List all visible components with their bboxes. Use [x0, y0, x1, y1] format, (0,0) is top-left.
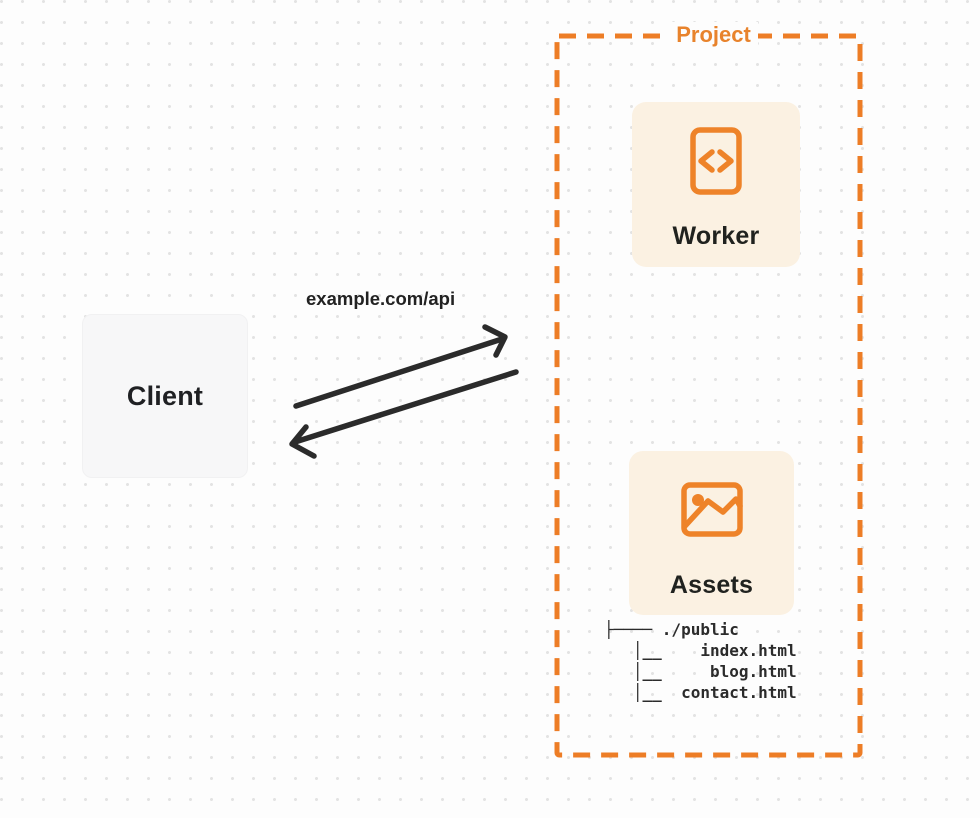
request-arrow-shaft: [293, 336, 505, 409]
code-file-icon: [690, 127, 742, 195]
assets-file-tree: ├──── ./public │__ index.html │__ blog.h…: [604, 619, 797, 703]
client-label: Client: [126, 380, 204, 411]
worker-node: Worker: [632, 102, 800, 267]
image-icon: [680, 482, 743, 537]
tree-line-index: │__ index.html: [604, 641, 797, 660]
tree-line-blog: │__ blog.html: [604, 662, 797, 681]
tree-line-contact: │__ contact.html: [604, 683, 797, 702]
response-arrowhead-icon: [289, 424, 317, 459]
request-url-label: example.com/api: [306, 288, 456, 309]
client-node: Client: [82, 314, 248, 478]
worker-label: Worker: [672, 222, 760, 250]
assets-label: Assets: [669, 571, 754, 599]
project-label: Project: [669, 22, 758, 48]
tree-line-public: ├──── ./public: [604, 620, 739, 639]
project-label-wrap: Project: [557, 22, 860, 48]
response-arrow-shaft: [292, 369, 519, 445]
assets-node: Assets: [629, 451, 794, 615]
request-arrowhead-icon: [482, 324, 508, 358]
